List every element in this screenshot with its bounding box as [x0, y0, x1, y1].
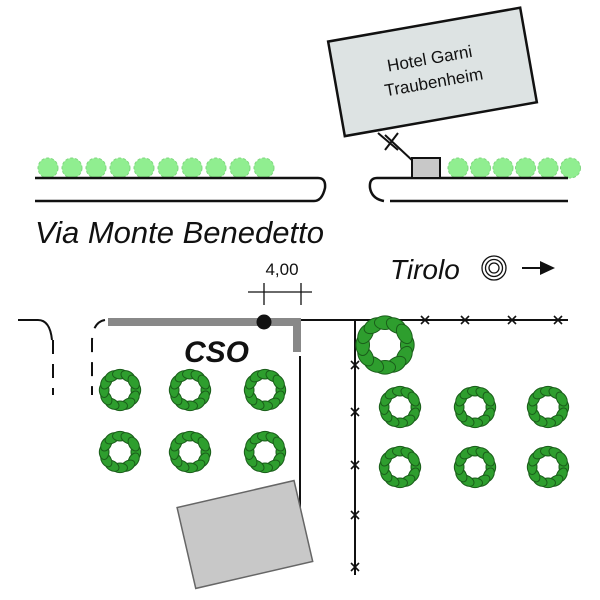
fence-post-mark: [507, 315, 517, 325]
dimension-label: 4,00: [265, 260, 298, 279]
hedge-bush: [253, 157, 275, 179]
tree-icon: [168, 430, 212, 474]
hedge-bush: [181, 157, 203, 179]
tree-icon: [526, 385, 570, 429]
hedge-bush: [85, 157, 107, 179]
hedge-bush: [537, 157, 559, 179]
tree-icon: [453, 385, 497, 429]
fence-post-mark: [350, 460, 360, 470]
tree-icon: [243, 430, 287, 474]
hotel-entrance-box: [411, 157, 441, 179]
sign-pointer: [377, 132, 415, 163]
trees: [98, 315, 570, 489]
fence-post-mark: [350, 407, 360, 417]
hedge-bush: [157, 157, 179, 179]
hedge-bush: [515, 157, 536, 179]
fence-post-mark: [460, 315, 470, 325]
hedge-bush: [37, 157, 59, 179]
tree-icon: [168, 368, 212, 412]
tree-icon: [378, 385, 422, 429]
hedge-rows: [37, 157, 581, 179]
hedge-bush: [560, 157, 581, 179]
fence-post-mark: [553, 315, 563, 325]
building[interactable]: [176, 479, 314, 590]
arrow-right-icon: [522, 261, 555, 275]
hotel-sign[interactable]: Hotel Garni Traubenheim: [326, 6, 539, 138]
street-name: Via Monte Benedetto: [35, 215, 324, 250]
wall: [108, 318, 301, 352]
driveway-dashed: [18, 319, 106, 395]
direction-label: Tirolo: [390, 254, 460, 285]
dimension-line: [248, 283, 312, 305]
hedge-bush: [470, 157, 491, 179]
fence-post-mark: [350, 510, 360, 520]
tree-icon: [526, 445, 570, 489]
cso-label: CSO: [184, 336, 249, 369]
tree-icon: [355, 315, 415, 375]
hedge-bush: [447, 157, 469, 179]
tree-icon: [243, 368, 287, 412]
hedge-bush: [205, 157, 227, 179]
tree-icon: [378, 445, 422, 489]
hedge-bush: [133, 157, 155, 179]
tree-icon: [453, 445, 497, 489]
target-icon: [481, 255, 507, 281]
fence-marks: [350, 315, 563, 572]
fence-post-mark: [350, 562, 360, 572]
cso-point[interactable]: [256, 314, 272, 330]
hedge-bush: [492, 157, 514, 179]
hedge-bush: [109, 157, 131, 179]
hedge-bush: [61, 157, 83, 179]
fence-post-mark: [420, 315, 430, 325]
hedge-bush: [229, 157, 251, 179]
tree-icon: [98, 430, 142, 474]
fence-post-mark: [350, 360, 360, 370]
tree-icon: [98, 368, 142, 412]
road-curbs: [35, 176, 568, 203]
